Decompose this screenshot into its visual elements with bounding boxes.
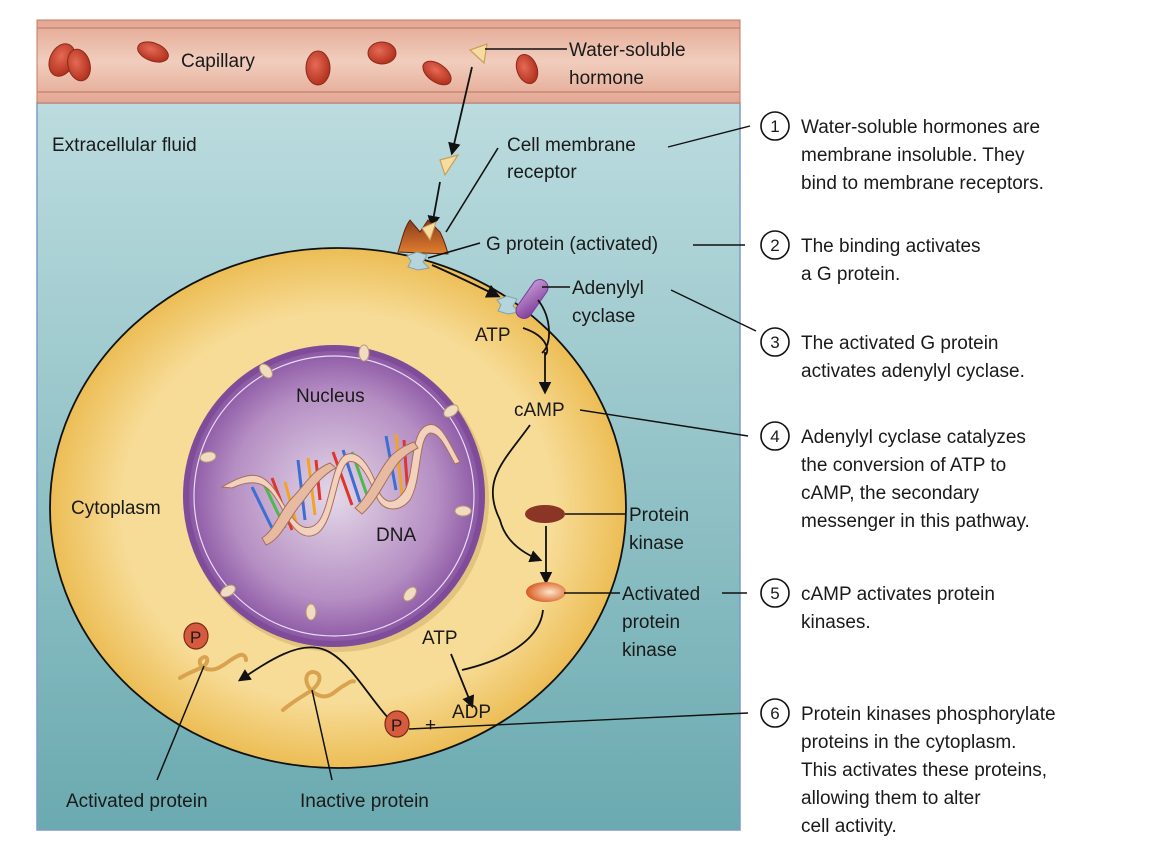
step-2: 2 The binding activates a G protein. <box>760 230 981 285</box>
atp-label-bottom: ATP <box>422 628 458 649</box>
capillary: Capillary <box>36 19 741 104</box>
step-text-line: The binding activates <box>801 236 981 257</box>
plus-sign: + <box>425 715 436 736</box>
adenylyl-cyclase-icon <box>515 279 549 319</box>
step-number-circle <box>760 327 790 357</box>
step-text-line: a G protein. <box>801 264 900 285</box>
g-protein-move-arrow <box>431 264 501 298</box>
step-number-circle <box>760 578 790 608</box>
hormone-molecule-icon <box>468 43 488 65</box>
red-blood-cell <box>67 48 91 82</box>
red-blood-cell <box>422 60 452 86</box>
step-text-line: the conversion of ATP to <box>801 455 1006 476</box>
receptor-label-line1: Cell membrane <box>507 135 636 156</box>
red-blood-cell <box>367 41 397 65</box>
step-number: 3 <box>770 333 779 352</box>
red-blood-cell <box>137 41 169 63</box>
svg-text:P: P <box>190 628 201 647</box>
g-protein-icon <box>406 251 431 271</box>
hormone-label-line2: hormone <box>569 68 644 89</box>
protein-kinase-label-line2: kinase <box>629 533 684 554</box>
step-number-circle <box>760 698 790 728</box>
step-text-line: proteins in the cytoplasm. <box>801 732 1016 753</box>
step-text-line: activates adenylyl cyclase. <box>801 361 1025 382</box>
dna-helix-icon: DNA <box>220 424 461 546</box>
protein-kinase-icon <box>525 505 565 523</box>
step-4: 4 Adenylyl cyclase catalyzes the conversio… <box>760 421 1030 532</box>
protein-kinase-label-line1: Protein <box>629 505 689 526</box>
adenylyl-cyclase-label-line1: Adenylyl <box>572 278 644 299</box>
red-blood-cells <box>48 41 539 86</box>
step-text-line: Protein kinases phosphorylate <box>801 704 1056 725</box>
step-6: 6 Protein kinases phosphorylate proteins i… <box>760 698 1056 837</box>
step-4-leader <box>579 409 749 437</box>
adp-label: ADP <box>452 702 491 723</box>
phosphorylation-arrow <box>237 646 393 723</box>
step-list: 1 Water-soluble hormones are membrane inso… <box>760 111 1056 837</box>
step-number-circle <box>760 230 790 260</box>
step-number: 2 <box>770 236 779 255</box>
step-number: 5 <box>770 584 779 603</box>
step-number-circle <box>760 111 790 141</box>
step-text-line: The activated G protein <box>801 333 999 354</box>
hormone-binding-arrow <box>427 181 441 229</box>
step-number: 1 <box>770 117 779 136</box>
adenylyl-cyclase-label-line2: cyclase <box>572 306 635 327</box>
step-text-line: Water-soluble hormones are <box>801 117 1040 138</box>
activated-protein-kinase-label-line3: kinase <box>622 640 677 661</box>
red-blood-cell <box>305 50 331 86</box>
receptor-label-line2: receptor <box>507 162 577 183</box>
inactive-protein-icon <box>281 669 357 712</box>
nucleus-label: Nucleus <box>296 386 365 407</box>
step-1: 1 Water-soluble hormones are membrane inso… <box>760 111 1044 194</box>
membrane-receptor <box>397 219 449 255</box>
step-3-leader <box>670 289 757 332</box>
dna-label: DNA <box>376 525 416 546</box>
phosphate-group-icon: P <box>384 710 410 738</box>
step-text-line: bind to membrane receptors. <box>801 173 1044 194</box>
extracellular-fluid-label: Extracellular fluid <box>52 135 197 156</box>
activated-protein-kinase-label-line1: Activated <box>622 584 700 605</box>
svg-text:P: P <box>391 716 402 735</box>
step-number: 6 <box>770 704 779 723</box>
hormone-label-line1: Water-soluble <box>569 40 686 61</box>
atp-label-top: ATP <box>475 325 511 346</box>
nuclear-pores <box>199 344 472 621</box>
step-text-line: cell activity. <box>801 816 897 837</box>
step-number-circle <box>760 421 790 451</box>
step-text-line: This activates these proteins, <box>801 760 1047 781</box>
cytoplasm-label: Cytoplasm <box>71 498 161 519</box>
step-1-leader <box>667 125 751 148</box>
red-blood-cell <box>515 53 539 85</box>
step-5: 5 cAMP activates protein kinases. <box>760 578 995 633</box>
activated-protein-label: Activated protein <box>66 791 208 812</box>
step-text-line: Adenylyl cyclase catalyzes <box>801 427 1026 448</box>
step-text-line: messenger in this pathway. <box>801 511 1030 532</box>
capillary-label: Capillary <box>181 51 255 72</box>
inactive-protein-label: Inactive protein <box>300 791 429 812</box>
g-protein-label: G protein (activated) <box>486 234 658 255</box>
hormone-molecule-icon <box>439 153 460 177</box>
activated-protein-kinase-icon <box>526 582 566 602</box>
step-text-line: allowing them to alter <box>801 788 981 809</box>
camp-label: cAMP <box>514 400 565 421</box>
step-number: 4 <box>770 427 779 446</box>
step-text-line: cAMP, the secondary <box>801 483 980 504</box>
step-6-leader <box>408 712 749 730</box>
step-text-line: cAMP activates protein <box>801 584 995 605</box>
nucleus: Nucleus <box>183 344 489 652</box>
hormone-diffusion-arrow <box>448 66 473 156</box>
step-3: 3 The activated G protein activates adenyl… <box>760 327 1025 382</box>
step-text-line: membrane insoluble. They <box>801 145 1025 166</box>
step-text-line: kinases. <box>801 612 871 633</box>
activated-protein-kinase-label-line2: protein <box>622 612 680 633</box>
camp-to-kinase-arrow <box>491 424 543 563</box>
